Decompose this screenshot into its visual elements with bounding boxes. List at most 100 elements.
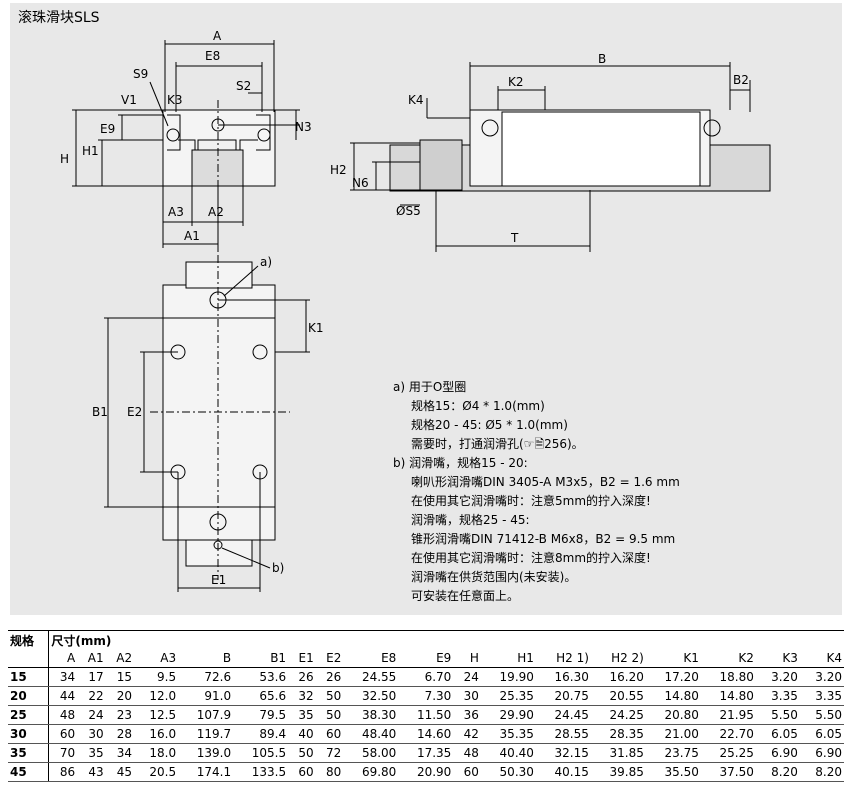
dimension-cell: 3.20 [799, 667, 844, 687]
dimension-cell: 50 [315, 686, 344, 706]
dimension-cell: 23 [105, 705, 135, 725]
label-V1: V1 [121, 93, 137, 107]
note-line: 可安装在任意面上。 [411, 589, 520, 603]
label-A1: A1 [184, 229, 200, 243]
dimension-cell: 60 [453, 762, 481, 782]
size-cell: 30 [8, 724, 49, 744]
dimension-cell: 17 [77, 667, 106, 687]
dimension-header: 尺寸(mm) [48, 630, 844, 649]
dimension-cell: 36 [453, 705, 481, 725]
dimension-cell: 50 [288, 743, 316, 763]
column-header: H2 2) [590, 649, 646, 668]
label-A: A [213, 29, 222, 43]
label-A3: A3 [168, 205, 184, 219]
dimension-cell: 12.0 [134, 686, 179, 706]
column-header: E8 [343, 649, 399, 668]
dimension-cell: 89.4 [233, 724, 289, 744]
front-view [72, 40, 300, 260]
dimension-cell: 105.5 [233, 743, 289, 763]
dimension-cell: 119.7 [178, 724, 234, 744]
column-header: K3 [755, 649, 800, 668]
dimension-cell: 34 [105, 743, 135, 763]
note-line: 润滑嘴，规格25 - 45: [411, 513, 530, 527]
dimension-cell: 28 [105, 724, 135, 744]
dimension-cell: 40.40 [480, 743, 536, 763]
dimension-cell: 37.50 [700, 762, 756, 782]
dimension-cell: 50.30 [480, 762, 536, 782]
dimension-cell: 22.70 [700, 724, 756, 744]
dimension-cell: 69.80 [343, 762, 399, 782]
dimension-cell: 8.20 [799, 762, 844, 782]
dimension-cell: 20.75 [535, 686, 591, 706]
dimension-cell: 35.35 [480, 724, 536, 744]
dimension-cell: 16.20 [590, 667, 646, 687]
dimension-cell: 3.35 [755, 686, 800, 706]
label-N6: N6 [352, 176, 369, 190]
dimension-cell: 16.30 [535, 667, 591, 687]
dimension-cell: 24 [453, 667, 481, 687]
size-cell: 20 [8, 686, 49, 706]
dimension-cell: 28.35 [590, 724, 646, 744]
column-header: H1 [480, 649, 536, 668]
column-header: K2 [700, 649, 756, 668]
dimension-cell: 86 [48, 762, 78, 782]
dimension-cell: 8.20 [755, 762, 800, 782]
column-header: E1 [288, 649, 316, 668]
dimension-cell: 39.85 [590, 762, 646, 782]
label-B: B [598, 52, 606, 66]
label-K4: K4 [408, 93, 424, 107]
dimension-cell: 24.25 [590, 705, 646, 725]
column-header: H [453, 649, 481, 668]
dimension-cell: 40 [288, 724, 316, 744]
label-S5: ØS5 [396, 204, 421, 218]
dimension-cell: 24.45 [535, 705, 591, 725]
dimension-cell: 6.05 [799, 724, 844, 744]
drawing-panel [10, 3, 842, 615]
size-header: 规格 [8, 630, 49, 649]
label-S2: S2 [236, 79, 251, 93]
dimension-cell: 18.80 [700, 667, 756, 687]
dimension-cell: 45 [105, 762, 135, 782]
size-cell: 35 [8, 743, 49, 763]
dimension-cell: 25.25 [700, 743, 756, 763]
column-header: B1 [233, 649, 289, 668]
column-header: K4 [799, 649, 844, 668]
dimension-cell: 48 [453, 743, 481, 763]
column-header: H2 1) [535, 649, 591, 668]
label-A2: A2 [208, 205, 224, 219]
dimension-cell: 48.40 [343, 724, 399, 744]
dimension-cell: 24 [77, 705, 106, 725]
dimension-cell: 31.85 [590, 743, 646, 763]
dimension-cell: 6.90 [755, 743, 800, 763]
label-S9: S9 [133, 67, 148, 81]
label-B1: B1 [92, 405, 108, 419]
dimension-cell: 16.0 [134, 724, 179, 744]
column-header: E2 [315, 649, 344, 668]
dimension-cell: 50 [315, 705, 344, 725]
size-cell: 15 [8, 667, 49, 687]
dimension-cell: 11.50 [398, 705, 454, 725]
dimension-cell: 28.55 [535, 724, 591, 744]
dimension-cell: 60 [315, 724, 344, 744]
dimension-cell: 20.55 [590, 686, 646, 706]
dimension-cell: 21.00 [645, 724, 701, 744]
note-b-title: b) 润滑嘴，规格15 - 20: [393, 456, 528, 470]
label-H2: H2 [330, 163, 347, 177]
dimension-cell: 30 [77, 724, 106, 744]
label-B2: B2 [733, 73, 749, 87]
dimension-cell: 17.35 [398, 743, 454, 763]
dimension-cell: 20.5 [134, 762, 179, 782]
dimension-cell: 23.75 [645, 743, 701, 763]
dimension-cell: 6.90 [799, 743, 844, 763]
dimension-cell: 65.6 [233, 686, 289, 706]
size-cell: 45 [8, 762, 49, 782]
dimension-cell: 35 [288, 705, 316, 725]
note-line: 规格15：Ø4 * 1.0(mm) [411, 399, 545, 413]
dimension-cell: 133.5 [233, 762, 289, 782]
label-E1: E1 [211, 573, 226, 587]
